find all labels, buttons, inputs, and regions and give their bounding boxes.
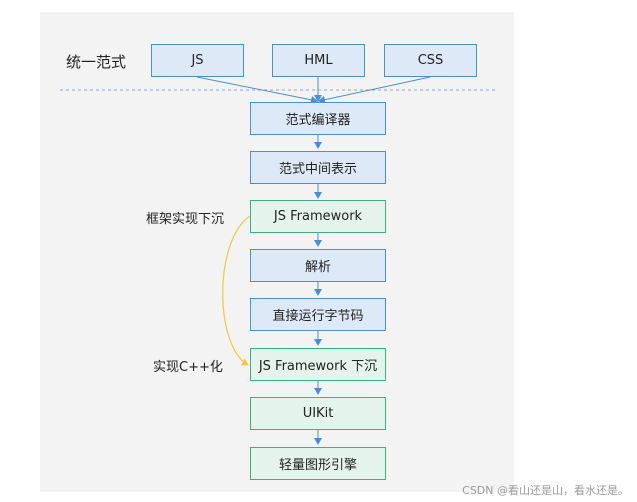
unified-paradigm-label: 统一范式 — [66, 53, 127, 71]
step-js-framework: JS Framework — [250, 200, 386, 233]
step-parse: 解析 — [250, 249, 386, 282]
step-uikit: UIKit — [250, 397, 386, 430]
step-paradigm-compiler: 范式编译器 — [250, 102, 386, 135]
cpp-label: 实现C++化 — [153, 360, 223, 375]
framework-sink-label: 框架实现下沉 — [146, 212, 225, 227]
step-bytecode: 直接运行字节码 — [250, 298, 386, 331]
step-js-framework-sink: JS Framework 下沉 — [250, 348, 386, 381]
csdn-watermark: CSDN @看山还是山，看水还是。 — [462, 484, 629, 497]
step-paradigm-ir: 范式中间表示 — [250, 151, 386, 184]
input-js-box: JS — [151, 44, 244, 77]
arrow-js — [196, 76, 318, 104]
step-graphics-engine: 轻量图形引擎 — [250, 447, 386, 480]
sink-curve — [222, 215, 251, 366]
arrow-css — [318, 76, 431, 104]
input-hml-box: HML — [272, 44, 365, 77]
input-css-box: CSS — [384, 44, 477, 77]
